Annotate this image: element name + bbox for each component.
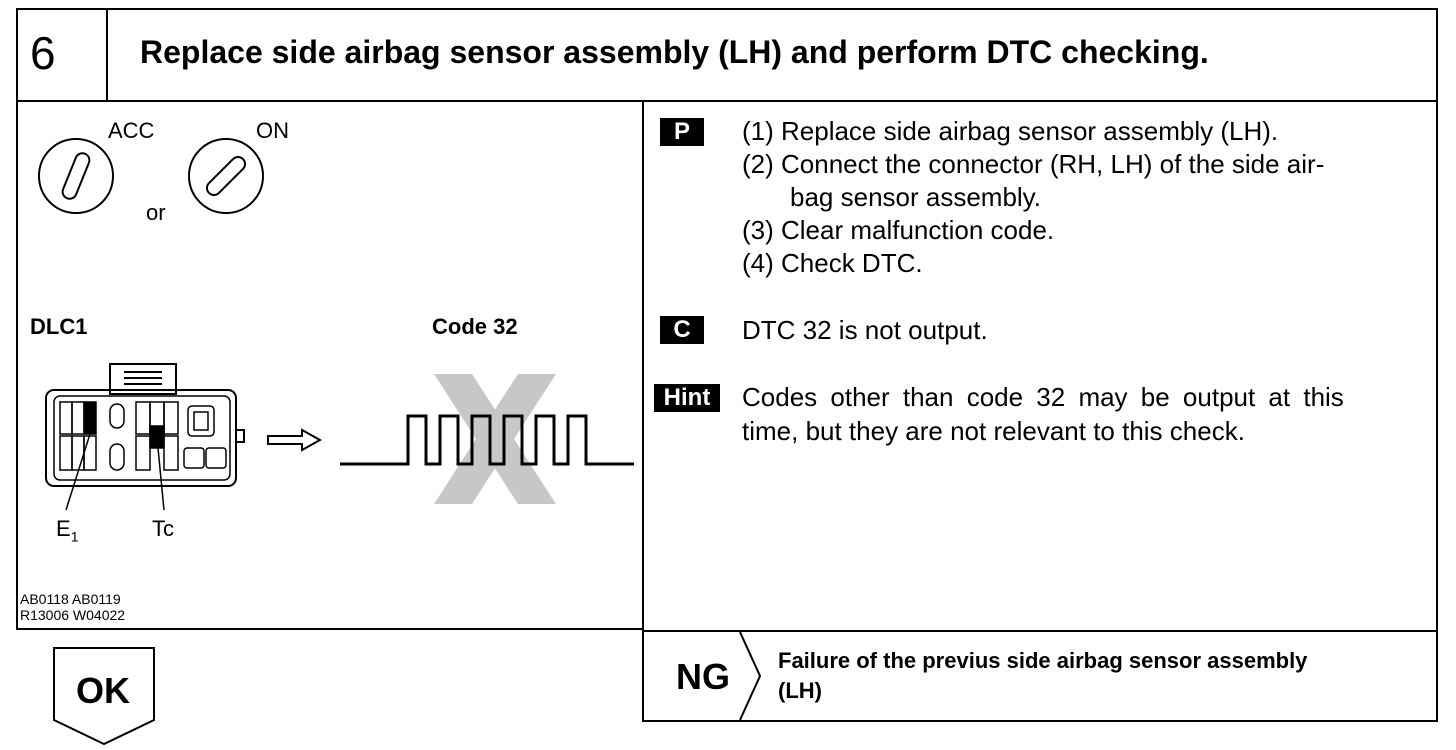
terminal-tc-label: Tc bbox=[152, 516, 174, 541]
procedure-step-2-cont: bag sensor assembly. bbox=[790, 182, 1041, 212]
hint-line-2: time, but they are not relevant to this … bbox=[742, 416, 1245, 446]
step-number: 6 bbox=[30, 27, 56, 79]
step-number-divider bbox=[106, 8, 108, 102]
hint-badge: Hint bbox=[654, 384, 720, 412]
connector-label: DLC1 bbox=[30, 314, 88, 339]
ng-separator-chevron-icon bbox=[739, 631, 762, 721]
switch-on-label: ON bbox=[256, 118, 289, 143]
result-ok-pentagon-icon bbox=[53, 647, 155, 746]
figure-id-line2: R13006 W04022 bbox=[20, 607, 126, 623]
dlc1-connector-icon bbox=[45, 363, 245, 511]
step-title: Replace side airbag sensor assembly (LH)… bbox=[140, 34, 1209, 70]
result-ng-text-2: (LH) bbox=[778, 678, 822, 703]
figure-id-line1: AB0118 AB0119 bbox=[20, 591, 121, 607]
procedure-step-4: (4) Check DTC. bbox=[742, 248, 923, 278]
result-ok-label: OK bbox=[76, 670, 130, 711]
switch-acc-label: ACC bbox=[108, 118, 155, 143]
result-ng-box bbox=[642, 630, 1438, 722]
or-label: or bbox=[146, 200, 166, 225]
code32-waveform-crossed-icon bbox=[340, 374, 634, 504]
result-ng-label: NG bbox=[676, 656, 730, 697]
procedure-step-1: (1) Replace side airbag sensor assembly … bbox=[742, 116, 1279, 146]
terminal-e1-label: E1 bbox=[56, 516, 79, 545]
check-text: DTC 32 is not output. bbox=[742, 315, 988, 345]
check-badge: C bbox=[660, 316, 704, 344]
code-label: Code 32 bbox=[432, 314, 518, 339]
ignition-switch-on-icon bbox=[188, 138, 264, 214]
ignition-switch-acc-icon bbox=[38, 138, 114, 214]
hint-line-1: Codes other than code 32 may be output a… bbox=[742, 382, 1344, 412]
procedure-step-3: (3) Clear malfunction code. bbox=[742, 215, 1055, 245]
procedure-badge: P bbox=[660, 118, 704, 146]
arrow-right-icon bbox=[267, 428, 322, 452]
result-ng-text-1: Failure of the previus side airbag senso… bbox=[778, 648, 1308, 673]
procedure-step-2: (2) Connect the connector (RH, LH) of th… bbox=[742, 149, 1325, 179]
